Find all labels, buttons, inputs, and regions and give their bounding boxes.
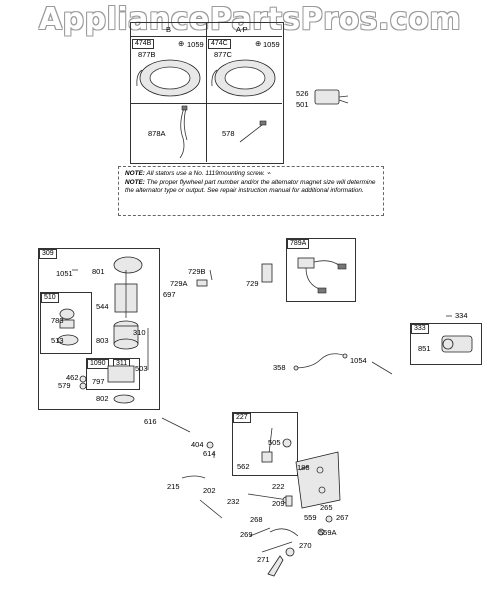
part-label-505: 505 [268, 438, 281, 447]
part-label-265: 265 [320, 503, 333, 512]
part-label-267: 267 [336, 513, 349, 522]
part-label-877B: 877B [138, 50, 156, 59]
part-tag-789A: 789A [287, 239, 310, 249]
part-label-1059-left: 1059 [187, 40, 204, 49]
part-label-851: 851 [418, 344, 431, 353]
part-label-579: 579 [58, 381, 71, 390]
screw-left-icon: ⊕ [178, 39, 185, 48]
part-label-559: 559 [304, 513, 317, 522]
part-label-697: 697 [163, 290, 176, 299]
stator-877C-drawing [211, 59, 276, 97]
drive-assembly-box [40, 292, 92, 354]
part-label-616: 616 [144, 417, 157, 426]
part-label-729B: 729B [188, 267, 206, 276]
part-label-232: 232 [227, 497, 240, 506]
lead-578-drawing [239, 120, 267, 143]
cables-drawing [293, 353, 393, 375]
part-label-334: 334 [455, 311, 468, 320]
control-bracket-drawing [295, 451, 341, 509]
governor-box [232, 412, 298, 476]
harness-789A-drawing [297, 257, 347, 294]
stator-grid [130, 22, 284, 164]
part-label-614: 614 [203, 449, 216, 458]
part-label-562: 562 [237, 462, 250, 471]
part-label-269: 269 [240, 530, 253, 539]
screw-right-icon: ⊕ [255, 39, 262, 48]
part-label-188: 188 [297, 463, 310, 472]
part-tag-474C: 474C [208, 39, 231, 49]
part-label-729: 729 [246, 279, 259, 288]
starter-parts-drawing [57, 256, 149, 404]
part-tag-1090: 1090 [87, 359, 109, 369]
part-label-1059-right: 1059 [263, 40, 280, 49]
part-label-270: 270 [299, 541, 312, 550]
part-label-215: 215 [167, 482, 180, 491]
part-label-1051: 1051 [56, 269, 73, 278]
part-label-404: 404 [191, 440, 204, 449]
part-tag-510: 510 [41, 293, 59, 303]
harness-878A-drawing [179, 105, 188, 159]
stator-grid-divider-h2 [130, 103, 282, 104]
part-label-559A: 559A [319, 528, 337, 537]
note-label-2: NOTE: [125, 179, 145, 186]
stator-header-right: A P [236, 25, 248, 34]
note-text-1: All stators use a No. 1119mounting screw… [146, 170, 265, 177]
part-tag-333: 333 [411, 324, 429, 334]
solenoid-drawing [441, 315, 473, 353]
part-label-513: 513 [51, 336, 64, 345]
note-text-2: The proper flywheel part number and/or t… [125, 179, 376, 194]
starter-assembly-box [38, 248, 160, 410]
part-label-783: 783 [51, 316, 64, 325]
rectifier-drawing [314, 89, 349, 105]
part-label-544: 544 [96, 302, 109, 311]
watermark: AppliancePartsPros.com [38, 2, 462, 37]
part-label-729A: 729A [170, 279, 188, 288]
part-label-462: 462 [66, 373, 79, 382]
control-rods-drawing [181, 475, 333, 577]
solenoid-box [410, 323, 482, 365]
wiring-harness-box [286, 238, 356, 302]
switch-parts-drawing [196, 263, 273, 287]
stator-grid-divider-v [206, 22, 207, 162]
part-label-271: 271 [257, 555, 270, 564]
screw-icon: ⌁ [266, 170, 271, 177]
part-label-268: 268 [250, 515, 263, 524]
part-label-802: 802 [96, 394, 109, 403]
part-tag-227: 227 [233, 413, 251, 423]
part-label-877C: 877C [214, 50, 232, 59]
part-label-1054: 1054 [350, 356, 367, 365]
part-label-526: 526 [296, 89, 309, 98]
part-label-310: 310 [133, 328, 146, 337]
linkage-drawing [161, 417, 215, 458]
stator-877B-drawing [136, 59, 201, 97]
part-label-797: 797 [92, 377, 105, 386]
part-label-222: 222 [272, 482, 285, 491]
note-label-1: NOTE: [125, 170, 145, 177]
part-tag-309: 309 [39, 249, 57, 259]
governor-parts-drawing [261, 427, 292, 463]
part-label-503: 503 [135, 364, 148, 373]
part-label-202: 202 [203, 486, 216, 495]
part-label-878A: 878A [148, 129, 166, 138]
part-label-358: 358 [273, 363, 286, 372]
part-label-209: 209 [272, 499, 285, 508]
part-tag-474B: 474B [132, 39, 155, 49]
part-label-501: 501 [296, 100, 309, 109]
brush-assembly-box [86, 358, 140, 390]
note-box: NOTE: All stators use a No. 1119mounting… [118, 166, 384, 216]
part-label-578: 578 [222, 129, 235, 138]
part-label-803: 803 [96, 336, 109, 345]
stator-header-left: B [166, 25, 172, 34]
part-label-801: 801 [92, 267, 105, 276]
stator-grid-divider-h1 [130, 36, 282, 37]
